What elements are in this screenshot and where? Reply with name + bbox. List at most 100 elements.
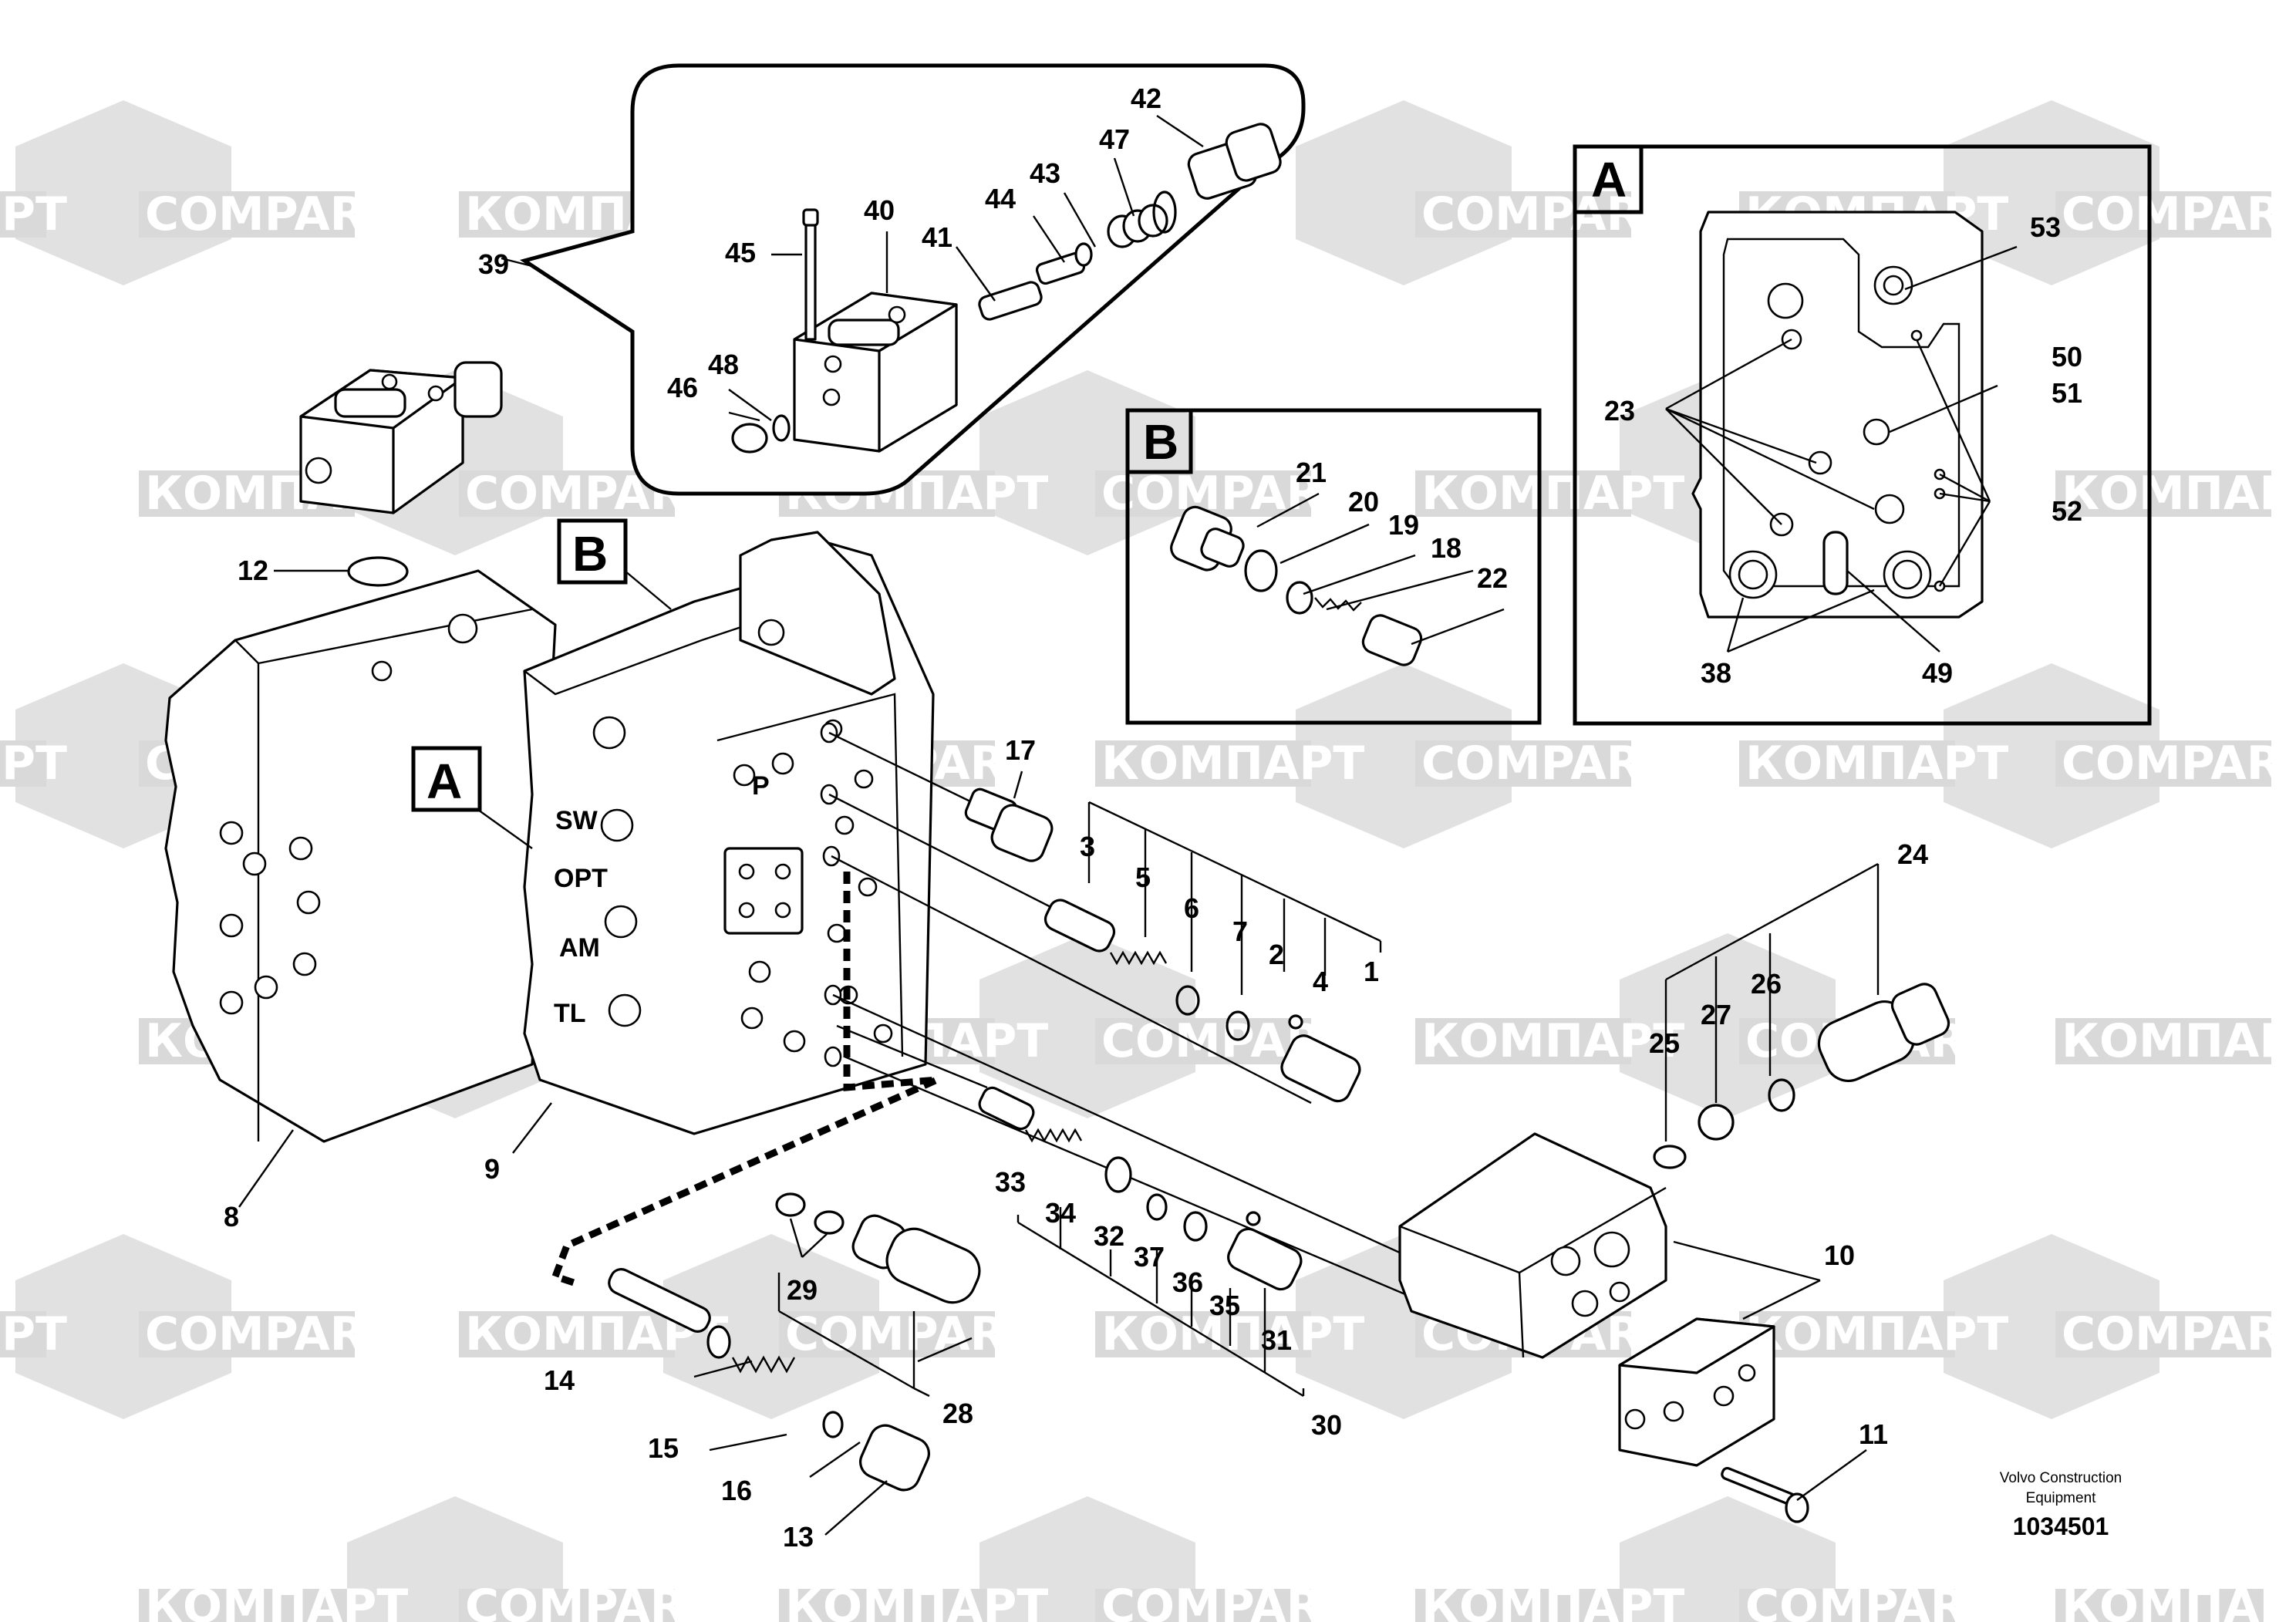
detail-box-a-title: A [1591, 152, 1627, 207]
watermark-text: КОМПАРТ [1101, 737, 1364, 791]
detail-marker-b: B [572, 526, 608, 582]
control-valve-assembly [164, 531, 935, 1143]
watermark-text: КОМПАРТ [1745, 737, 2008, 791]
callout-35: 35 [1209, 1290, 1240, 1321]
callout-36: 36 [1172, 1266, 1203, 1298]
footer: Volvo Construction Equipment 1034501 [2000, 1470, 2122, 1540]
solenoid-exploded-parts [731, 123, 1282, 454]
detail-box-a [1573, 144, 2152, 726]
leader-lines [238, 115, 2018, 1536]
callout-37: 37 [1134, 1241, 1165, 1273]
callout-12: 12 [238, 555, 268, 586]
callout-25: 25 [1649, 1027, 1680, 1059]
watermark-text: COMPART [2062, 737, 2296, 791]
callout-26: 26 [1751, 968, 1782, 1000]
watermark-text: PT [2, 737, 67, 791]
callout-48: 48 [708, 349, 739, 380]
callout-15: 15 [648, 1432, 679, 1464]
port-label-opt: OPT [554, 864, 608, 893]
callout-27: 27 [1701, 999, 1731, 1030]
callout-23: 23 [1604, 395, 1635, 427]
port-label-am: AM [559, 933, 600, 963]
callout-43: 43 [1030, 157, 1060, 189]
callout-30: 30 [1311, 1409, 1342, 1441]
port-markings: SW OPT AM TL P [554, 771, 770, 1028]
callout-42: 42 [1131, 83, 1161, 114]
watermark-text: COMPART [1421, 187, 1671, 241]
callout-38: 38 [1701, 657, 1731, 689]
watermark-text: COMPART [145, 187, 395, 241]
callout-10: 10 [1824, 1239, 1855, 1271]
detail-box-b-title: B [1143, 414, 1178, 470]
detail-box-b [1125, 408, 1542, 725]
callout-45: 45 [725, 237, 756, 268]
port-label-p: P [752, 771, 770, 801]
callout-4: 4 [1313, 966, 1328, 997]
watermark-text: КОМПАРТ [1421, 1014, 1684, 1068]
callout-34: 34 [1045, 1197, 1076, 1229]
watermark-text: COMPART [145, 1307, 395, 1361]
adapter-block-11 [1618, 1317, 1809, 1523]
callout-32: 32 [1094, 1220, 1124, 1252]
callout-53: 53 [2030, 211, 2061, 243]
sensor-24 [1653, 983, 1950, 1169]
solenoid-detail-bubble [519, 63, 1306, 496]
callout-51: 51 [2052, 377, 2082, 409]
check-valve-28 [775, 1192, 981, 1304]
callout-28: 28 [942, 1398, 973, 1429]
document-number: 1034501 [2013, 1512, 2109, 1540]
watermark-text: COMPART [1421, 737, 1671, 791]
watermark-text: КОМПАРТ [1421, 467, 1684, 521]
callout-5: 5 [1135, 862, 1151, 893]
callout-31: 31 [1261, 1324, 1292, 1356]
callout-21: 21 [1296, 457, 1327, 488]
callout-7: 7 [1232, 916, 1248, 947]
detail-markers: B A B A [411, 152, 1627, 849]
callout-2: 2 [1269, 939, 1284, 970]
callout-33: 33 [995, 1166, 1026, 1198]
watermark-text: COMPART [2062, 1307, 2296, 1361]
callout-6: 6 [1184, 892, 1199, 924]
callout-39: 39 [478, 248, 509, 280]
callout-numbers: 1 2 3 4 5 6 7 8 9 10 11 12 13 14 15 16 1… [224, 83, 2082, 1553]
port-label-sw: SW [555, 806, 598, 835]
callout-3: 3 [1080, 831, 1095, 862]
credit-line-2: Equipment [2026, 1490, 2097, 1506]
callout-46: 46 [667, 372, 698, 403]
watermark-text: COMPART [785, 1307, 1035, 1361]
relief-valve-30 [978, 1086, 1303, 1291]
o-ring-12 [347, 556, 409, 587]
callout-52: 52 [2052, 495, 2082, 527]
watermark-text: КОМПАРТ [2062, 467, 2296, 521]
watermark-text: COMPART [1101, 1580, 1351, 1622]
watermark-text: PT [2, 187, 67, 241]
watermark-text: КОМПАРТ [1421, 1580, 1684, 1622]
callout-24: 24 [1897, 838, 1928, 870]
callout-29: 29 [787, 1274, 818, 1306]
solenoid-valve [299, 361, 503, 514]
callout-40: 40 [864, 194, 895, 226]
callout-11: 11 [1859, 1418, 1888, 1450]
watermark-text: КОМПАРТ [2062, 1014, 2296, 1068]
plug-17 [964, 787, 1054, 862]
credit-line-1: Volvo Construction [2000, 1470, 2122, 1486]
watermark-text: PT [2, 1307, 67, 1361]
callout-44: 44 [985, 183, 1016, 214]
dashed-guide-line [551, 872, 939, 1288]
watermark-text: COMPART [2062, 187, 2296, 241]
callout-14: 14 [544, 1364, 575, 1396]
callout-19: 19 [1388, 509, 1419, 541]
callout-18: 18 [1431, 532, 1462, 564]
watermark-text: COMPART [1745, 1580, 1995, 1622]
callout-47: 47 [1099, 123, 1130, 155]
spool-14 [608, 1268, 930, 1492]
watermark-text: COMPART [1101, 467, 1351, 521]
callout-8: 8 [224, 1201, 239, 1233]
callout-13: 13 [783, 1521, 814, 1553]
port-label-tl: TL [554, 999, 586, 1028]
watermark-text: КОМПАРТ [1745, 1307, 2008, 1361]
callout-16: 16 [721, 1475, 752, 1506]
watermark-text: COMPART [465, 1580, 715, 1622]
